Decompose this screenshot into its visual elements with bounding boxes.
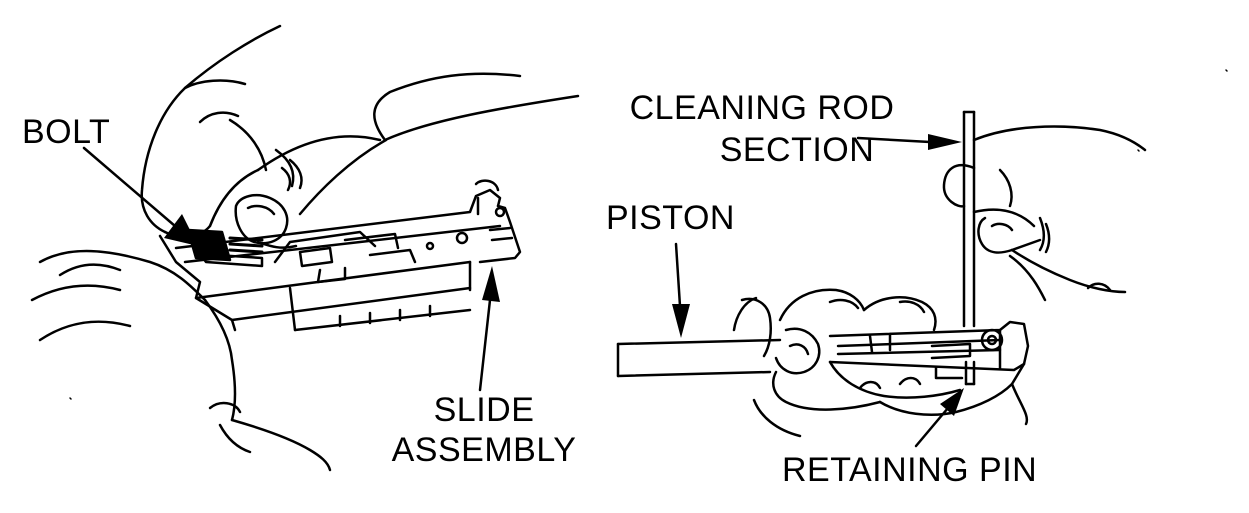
retaining-pin-icon xyxy=(934,360,976,386)
cleaning-rod-icon xyxy=(962,110,976,328)
slide-assembly-label: SLIDE ASSEMBLY xyxy=(384,392,584,468)
piston-label: PISTON xyxy=(606,199,735,237)
piston-leader-arrow xyxy=(672,242,690,338)
retaining-pin-label: RETAINING PIN xyxy=(782,451,1038,489)
cleaning-rod-label-line2: SECTION xyxy=(719,131,875,169)
slide-assembly-label-line2: ASSEMBLY xyxy=(391,431,577,469)
bolt-leader-arrow xyxy=(82,146,198,246)
scan-specks xyxy=(69,69,1228,400)
bolt-label: BOLT xyxy=(22,113,111,151)
upper-hand-icon xyxy=(140,24,580,249)
cleaning-rod-leader-arrow xyxy=(856,134,962,150)
right-panel xyxy=(616,110,1147,448)
lower-hand-icon xyxy=(30,249,332,472)
retaining-pin-leader-arrow xyxy=(914,388,964,448)
left-panel xyxy=(30,24,580,472)
slide-assembly-leader-arrow xyxy=(478,266,500,392)
right-upper-hand-icon xyxy=(942,125,1147,302)
cleaning-rod-section-label: CLEANING ROD SECTION xyxy=(612,90,912,168)
piston-icon xyxy=(616,338,782,378)
piston-block-icon xyxy=(828,320,1030,372)
right-lower-hand-icon xyxy=(732,288,1029,438)
cleaning-rod-label-line1: CLEANING ROD xyxy=(629,89,895,127)
bolt-icon xyxy=(186,228,264,268)
slide-assembly-label-line1: SLIDE xyxy=(433,391,535,429)
